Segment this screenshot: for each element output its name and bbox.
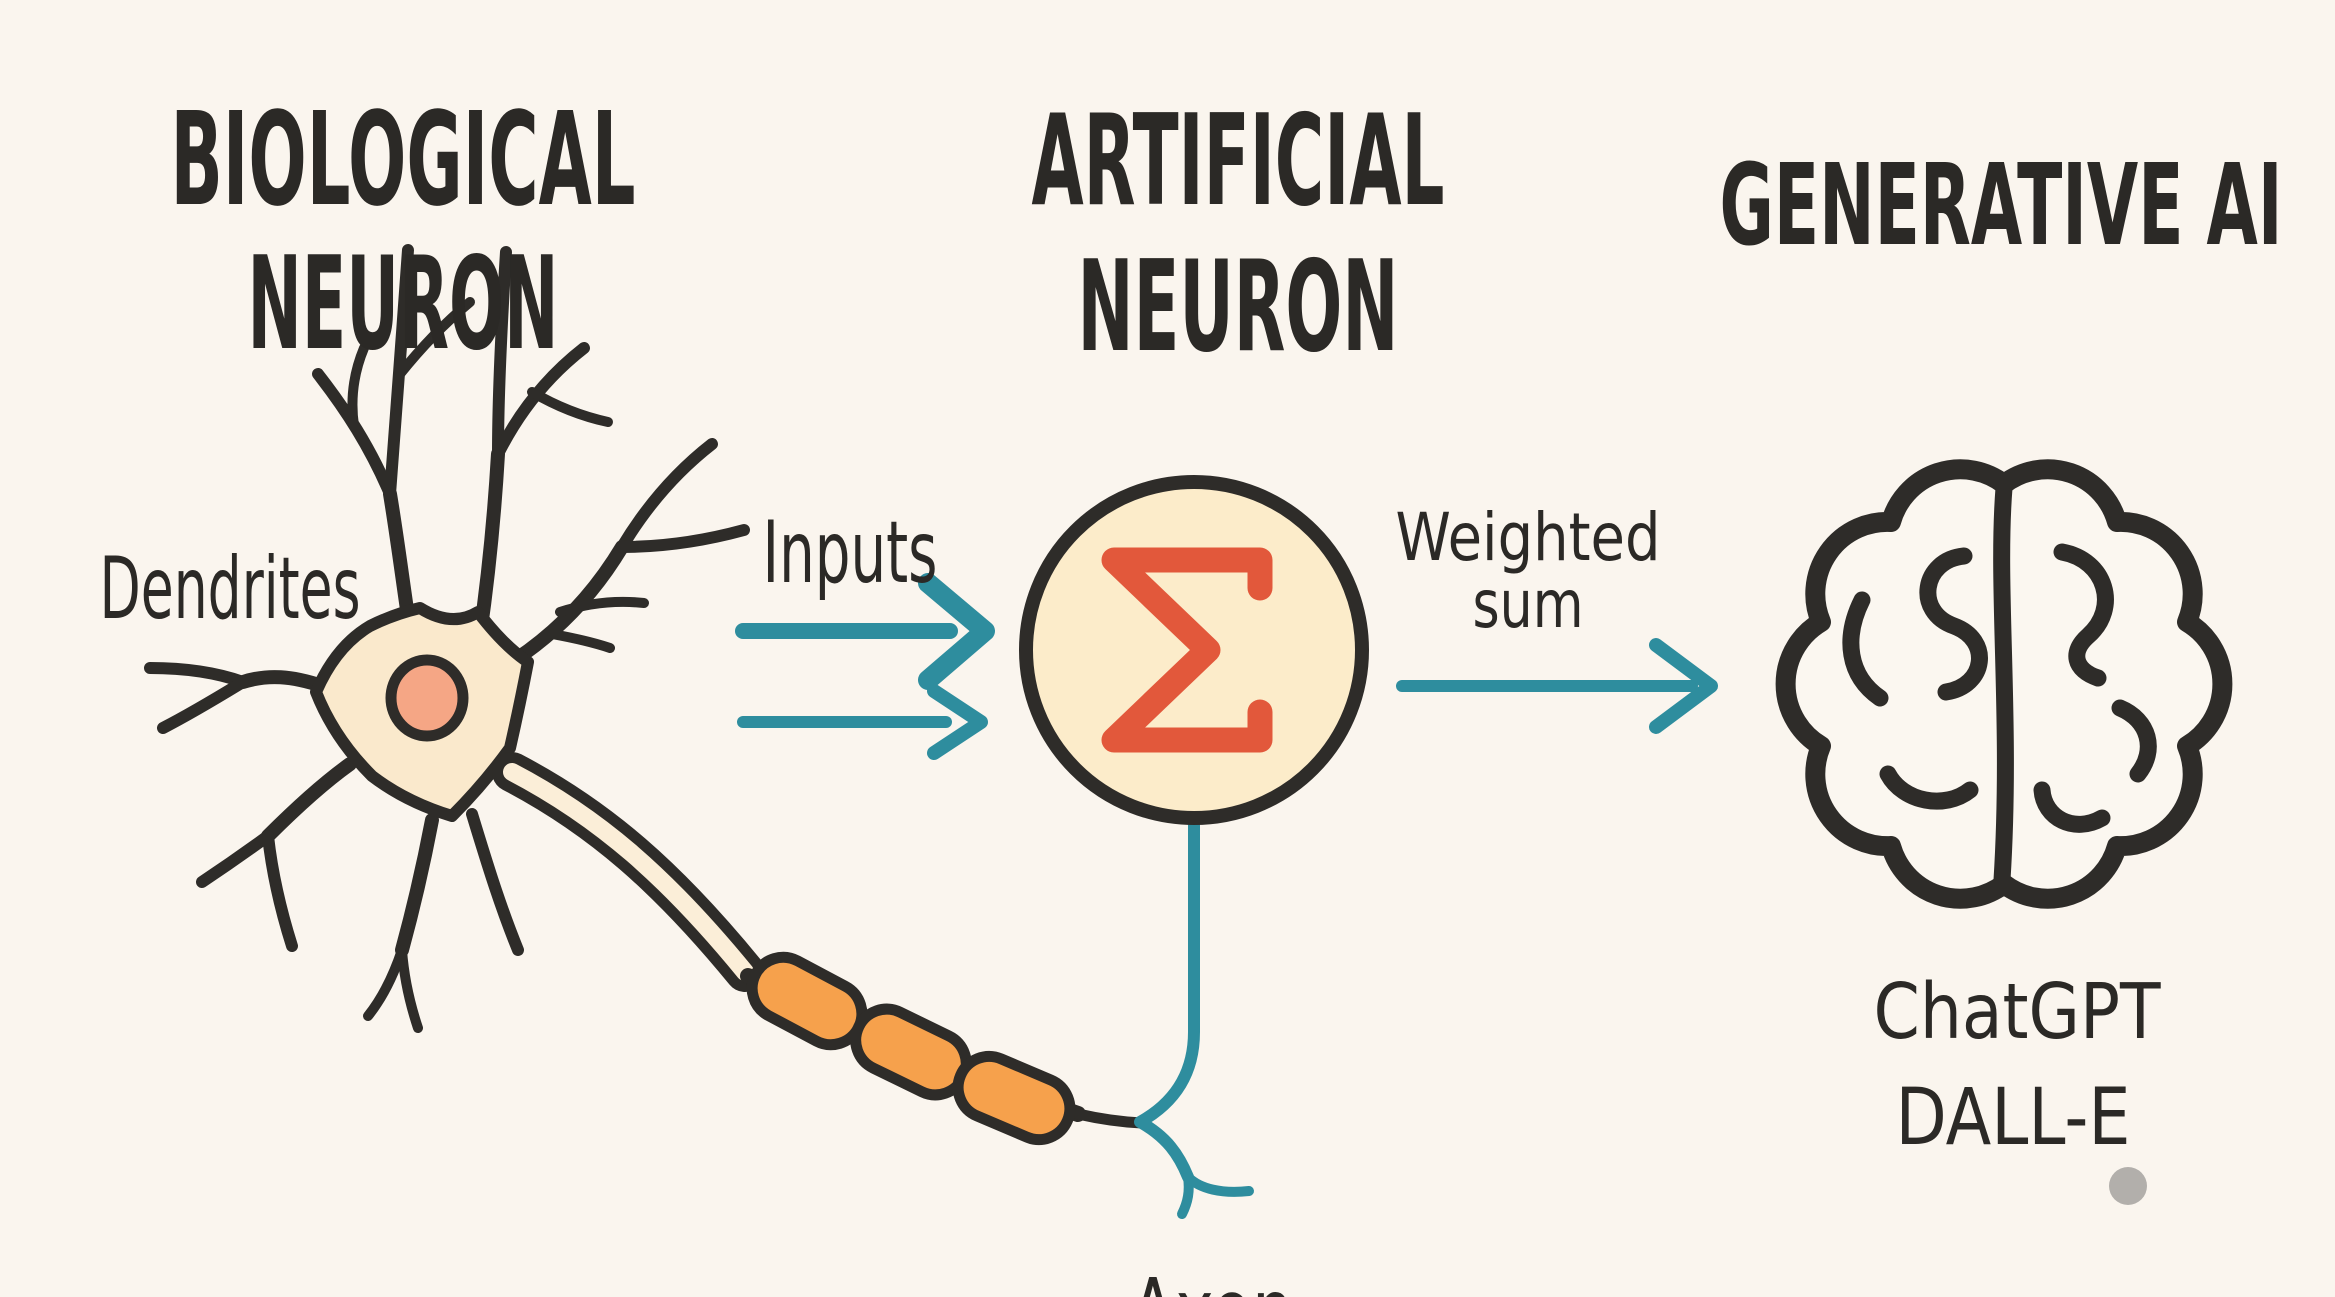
- gray-dot: [2109, 1167, 2147, 1205]
- dendrite-branch: [466, 808, 524, 956]
- dendrite-branch: [395, 813, 439, 957]
- dendrite-branch: [527, 387, 613, 427]
- brain-fold: [2053, 543, 2114, 687]
- weighted-sum-label-line1: Weighted: [1396, 499, 1661, 576]
- dendrite-branch: [492, 246, 512, 460]
- brain-fold: [1879, 765, 1979, 810]
- dendrite-branch: [616, 524, 750, 553]
- generative-ai-title: GENERATIVE AI: [1720, 141, 2283, 271]
- brain-fold: [1919, 547, 1988, 701]
- biological-title-line1: BIOLOGICAL: [171, 85, 636, 235]
- connectors-group: [735, 573, 1718, 1219]
- dendrite-branch: [157, 676, 249, 734]
- dendrite-branch: [397, 945, 423, 1033]
- output-connector-line: [1134, 814, 1200, 1183]
- myelin-sheath-segment: [952, 1050, 1076, 1146]
- artificial-title-line1: ARTIFICIAL: [1032, 87, 1445, 234]
- summation-node: [1019, 475, 1369, 825]
- brain-midline: [1993, 479, 2014, 889]
- weighted-sum-label-line2: sum: [1473, 566, 1584, 643]
- dendrite-branch: [547, 629, 615, 653]
- brain-fold: [1842, 591, 1889, 707]
- brain-icon: [1775, 459, 2233, 909]
- inputs-label: Inputs: [763, 503, 938, 603]
- myelin-sheath-group: [746, 951, 1076, 1146]
- dendrite-branch: [395, 297, 475, 379]
- dendrite-branch: [616, 438, 718, 553]
- text-group: BIOLOGICAL NEURON ARTIFICIAL NEURON GENE…: [100, 85, 2283, 1297]
- biological-title-line2: NEURON: [248, 230, 559, 379]
- brain-fold: [2033, 781, 2111, 833]
- dendrite-branch: [236, 670, 329, 693]
- axon-terminal-branch: [1177, 1172, 1194, 1219]
- dendrite-branch: [261, 757, 357, 843]
- dendrite-branch: [144, 662, 249, 688]
- nucleus: [385, 654, 469, 742]
- axon-label: Axon: [1131, 1259, 1294, 1297]
- input-arrow-1: [735, 573, 995, 690]
- axon-tube-core: [503, 763, 754, 981]
- input-arrow-1-head: [918, 573, 995, 690]
- input-arrow-2-head: [927, 684, 988, 760]
- dalle-label: DALL-E: [1896, 1073, 2131, 1163]
- dendrite-branch: [555, 596, 649, 617]
- dendrite-branch: [347, 343, 369, 431]
- brain-fold: [2111, 699, 2157, 783]
- artificial-title-line2: NEURON: [1078, 233, 1399, 380]
- sigma-icon: [1101, 547, 1273, 753]
- weighted-sum-arrow: [1396, 638, 1718, 734]
- chatgpt-label: ChatGPT: [1874, 968, 2162, 1057]
- weighted-sum-arrow-head: [1649, 638, 1718, 734]
- dendrite-branch: [262, 830, 298, 952]
- dendrite-branch: [196, 830, 274, 888]
- biological-neuron-illustration: [144, 244, 1148, 1146]
- input-arrow-2: [737, 684, 988, 760]
- dendrites-label: Dendrites: [100, 539, 361, 639]
- dendrites-group: [144, 244, 750, 1033]
